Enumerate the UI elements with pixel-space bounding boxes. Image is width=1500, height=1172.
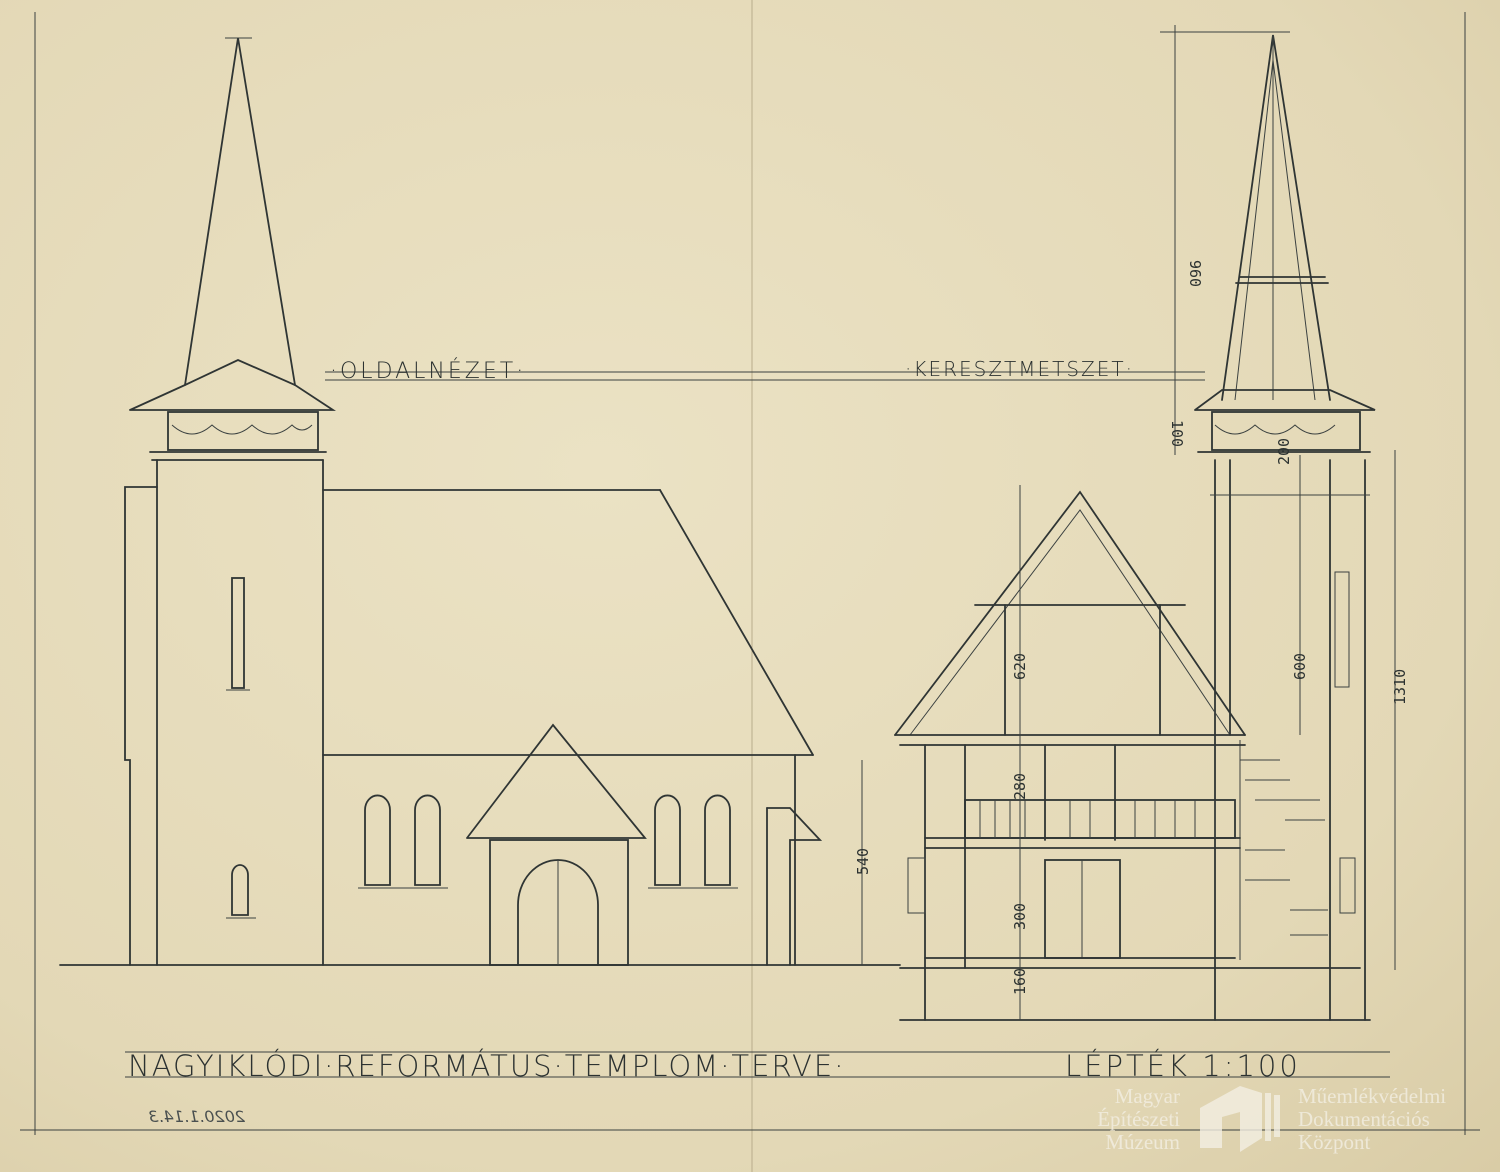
dim-300: 300 bbox=[1011, 903, 1029, 930]
watermark-line: Műemlékvédelmi bbox=[1298, 1084, 1446, 1108]
watermark-line: Magyar bbox=[1115, 1084, 1180, 1108]
dim-belfry: 100 bbox=[1168, 420, 1186, 447]
drawing-scale: LÉPTÉK 1:100 bbox=[1065, 1049, 1301, 1083]
dimension-labels: 960 100 200 600 1310 620 280 540 300 160 bbox=[854, 260, 1409, 995]
dim-200: 200 bbox=[1275, 438, 1293, 465]
museum-logo-icon bbox=[1200, 1086, 1280, 1152]
dim-280: 280 bbox=[1011, 773, 1029, 800]
view-label-section: ·KERESZTMETSZET· bbox=[905, 357, 1134, 381]
dim-600: 600 bbox=[1291, 653, 1309, 680]
watermark-line: Múzeum bbox=[1105, 1130, 1180, 1154]
cross-section bbox=[861, 25, 1396, 1021]
dim-1310: 1310 bbox=[1391, 669, 1409, 705]
dim-540: 540 bbox=[854, 848, 872, 875]
drawing-title: NAGYIKLÓDI·REFORMÁTUS·TEMPLOM·TERVE· bbox=[128, 1049, 845, 1083]
side-elevation bbox=[59, 37, 901, 966]
dim-160: 160 bbox=[1011, 968, 1029, 995]
sheet-frame bbox=[20, 12, 1480, 1135]
dim-spire: 960 bbox=[1186, 260, 1204, 287]
dim-620: 620 bbox=[1011, 653, 1029, 680]
inventory-note: 2020.1.14.3 bbox=[148, 1107, 245, 1126]
museum-watermark: Magyar Építészeti Múzeum Műemlékvédelmi … bbox=[1097, 1084, 1446, 1154]
view-label-side: ·OLDALNÉZET· bbox=[330, 358, 526, 384]
watermark-line: Építészeti bbox=[1097, 1107, 1180, 1131]
watermark-line: Központ bbox=[1298, 1130, 1370, 1154]
watermark-line: Dokumentációs bbox=[1298, 1107, 1430, 1131]
